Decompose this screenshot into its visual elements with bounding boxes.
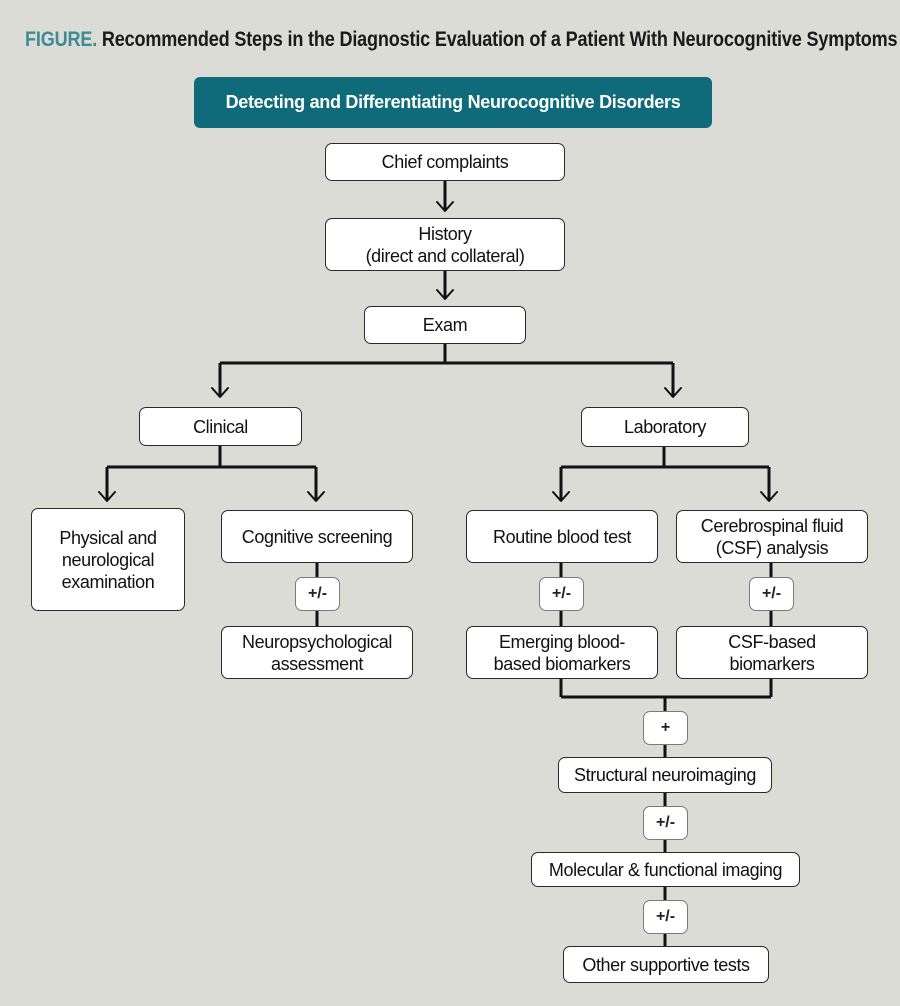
node-physical-exam: Physical and neurological examination: [31, 508, 185, 611]
node-chief-complaints: Chief complaints: [325, 143, 565, 181]
node-laboratory: Laboratory: [581, 407, 749, 447]
node-molecular-imaging: Molecular & functional imaging: [531, 852, 800, 887]
node-structural-neuroimaging: Structural neuroimaging: [558, 757, 772, 793]
node-routine-blood-test: Routine blood test: [466, 510, 658, 563]
connector-lab-structural: +: [643, 711, 688, 745]
arrowhead-csf: [760, 491, 778, 502]
arrowhead-physical: [98, 491, 116, 502]
node-history-line1: History: [418, 223, 472, 244]
connector-cog-neuro: +/-: [295, 577, 340, 611]
arrowhead-clinical: [211, 387, 229, 398]
node-emerging-blood-biomarkers: Emerging blood-based biomarkers: [466, 626, 658, 679]
figure-title-text: Recommended Steps in the Diagnostic Eval…: [101, 28, 898, 51]
node-history-line2: (direct and collateral): [365, 245, 525, 266]
connector-structural-molecular: +/-: [643, 806, 688, 840]
node-history: History (direct and collateral): [325, 218, 565, 271]
arrowhead-history: [436, 201, 454, 212]
diagram-banner: Detecting and Differentiating Neurocogni…: [194, 77, 712, 128]
arrowhead-laboratory: [664, 387, 682, 398]
connector-csf-biomarkers: +/-: [749, 577, 794, 611]
node-neuropsych-assessment: Neuropsychological assessment: [221, 626, 413, 679]
connector-molecular-other: +/-: [643, 900, 688, 934]
arrowhead-cognitive: [307, 491, 325, 502]
node-csf-biomarkers: CSF-based biomarkers: [676, 626, 868, 679]
node-csf-analysis: Cerebrospinal fluid (CSF) analysis: [676, 510, 868, 563]
figure-title: FIGURE. Recommended Steps in the Diagnos…: [25, 28, 898, 52]
figure-label: FIGURE.: [25, 28, 98, 51]
node-other-supportive-tests: Other supportive tests: [563, 946, 769, 983]
connector-blood-emerging: +/-: [539, 577, 584, 611]
arrowhead-exam: [436, 289, 454, 300]
arrowhead-blood: [552, 491, 570, 502]
node-cognitive-screening: Cognitive screening: [221, 510, 413, 563]
node-exam: Exam: [364, 306, 526, 344]
node-clinical: Clinical: [139, 407, 302, 446]
